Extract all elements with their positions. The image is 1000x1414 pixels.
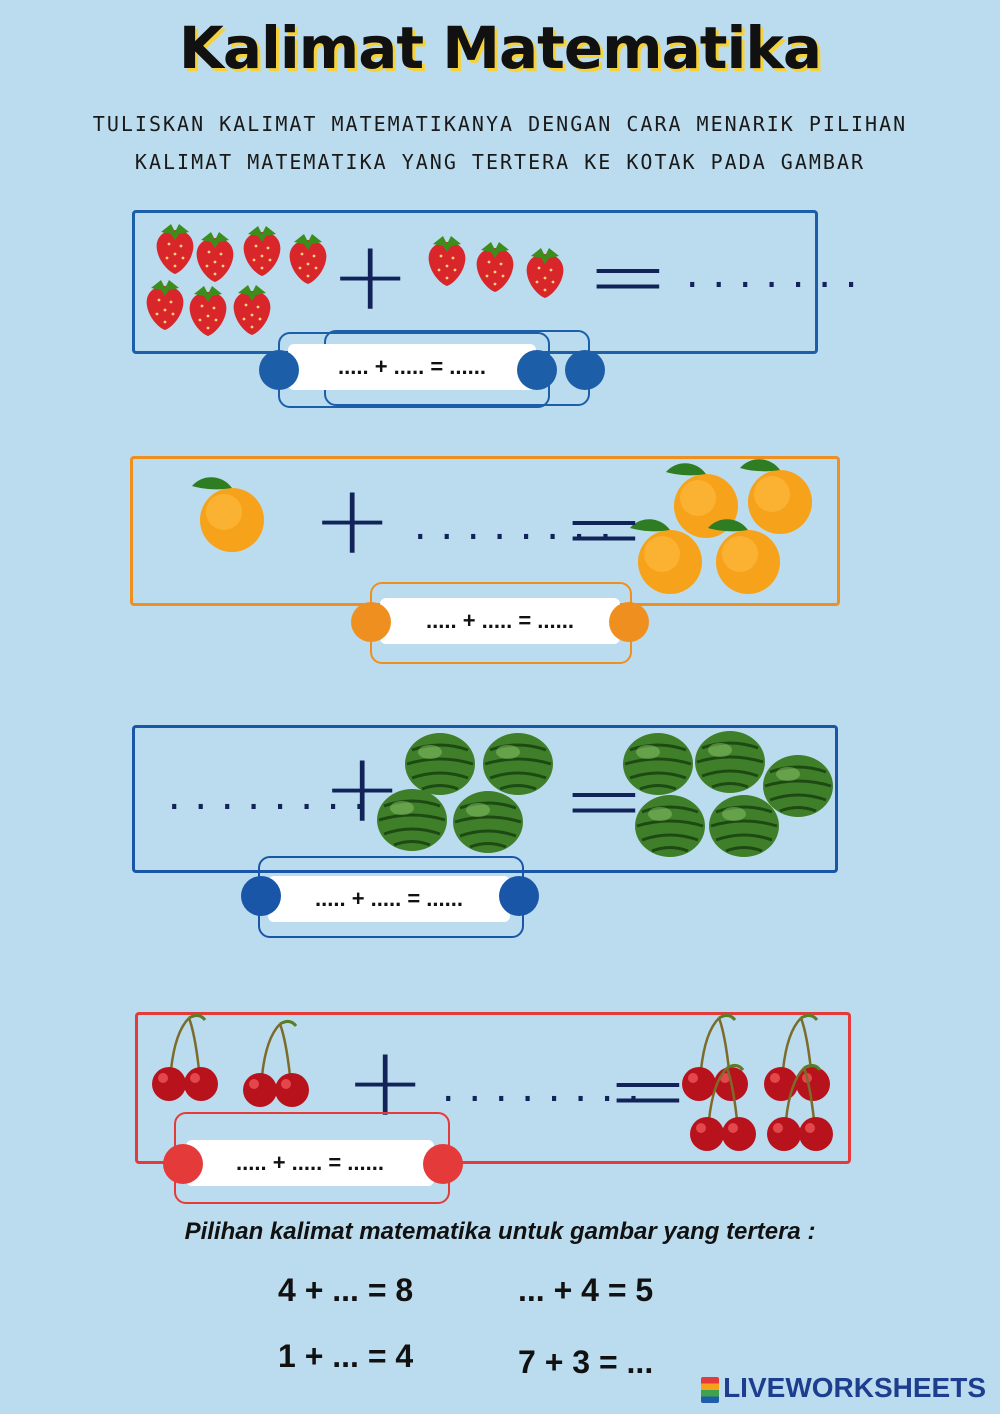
choices-heading: Pilihan kalimat matematika untuk gambar … bbox=[184, 1218, 816, 1245]
connector-dot bbox=[423, 1144, 463, 1184]
plus-sign: + bbox=[330, 220, 411, 332]
drop-box-2[interactable]: ..... + ..... = ...... bbox=[380, 598, 620, 644]
plus-sign: + bbox=[345, 1026, 426, 1138]
choice-option[interactable]: 1 + ... = 4 bbox=[278, 1338, 414, 1374]
plus-sign: + bbox=[312, 464, 393, 576]
drop-box-3[interactable]: ..... + ..... = ...... bbox=[268, 876, 510, 922]
equals-sign: = bbox=[562, 469, 646, 586]
page-title: Kalimat Matematika bbox=[178, 14, 822, 82]
answer-blank: ........ bbox=[164, 778, 376, 818]
plus-sign: + bbox=[322, 732, 403, 844]
instruction-line-1: TULISKAN KALIMAT MATEMATIKANYA DENGAN CA… bbox=[92, 112, 908, 136]
drop-box-1[interactable]: ..... + ..... = ...... bbox=[288, 344, 536, 390]
equals-sign: = bbox=[562, 741, 646, 858]
problem-3-panel bbox=[132, 725, 838, 873]
answer-blank: ........ bbox=[438, 1070, 650, 1110]
problem-4-panel bbox=[135, 1012, 851, 1164]
choice-option[interactable]: 7 + 3 = ... bbox=[518, 1344, 654, 1380]
choice-option[interactable]: 4 + ... = 8 bbox=[278, 1272, 414, 1308]
connector-dot bbox=[259, 350, 299, 390]
brand-icon bbox=[701, 1376, 720, 1403]
connector-dot bbox=[517, 350, 557, 390]
equals-sign: = bbox=[586, 217, 670, 334]
brand-name: LIVEWORKSHEETS bbox=[723, 1372, 986, 1403]
answer-blank: ....... bbox=[682, 256, 868, 296]
answer-blank: ........ bbox=[410, 508, 622, 548]
connector-dot bbox=[609, 602, 649, 642]
drop-box-4[interactable]: ..... + ..... = ...... bbox=[186, 1140, 434, 1186]
equals-sign: = bbox=[606, 1031, 690, 1148]
connector-dot bbox=[565, 350, 605, 390]
connector-dot bbox=[351, 602, 391, 642]
connector-dot bbox=[499, 876, 539, 916]
instruction-line-2: KALIMAT MATEMATIKA YANG TERTERA KE KOTAK… bbox=[134, 150, 866, 174]
connector-dot bbox=[163, 1144, 203, 1184]
connector-dot bbox=[241, 876, 281, 916]
brand-logo: LIVEWORKSHEETS bbox=[701, 1372, 986, 1404]
choice-option[interactable]: ... + 4 = 5 bbox=[518, 1272, 654, 1308]
